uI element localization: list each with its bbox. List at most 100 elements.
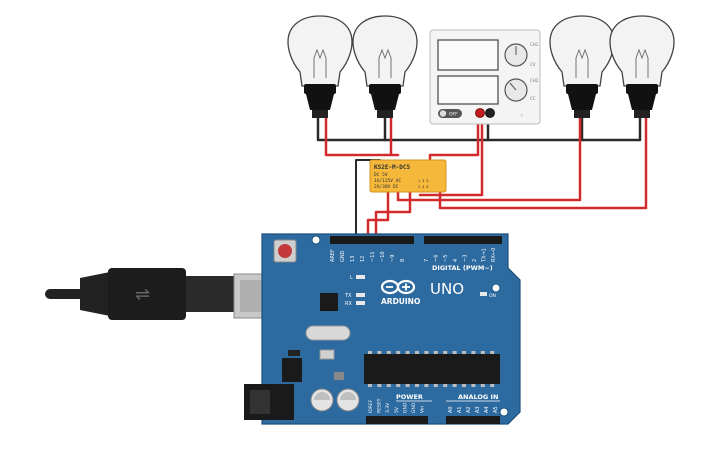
arduino-logo bbox=[380, 279, 416, 295]
power-pin-label-6: Vin bbox=[420, 406, 426, 413]
chip-pin bbox=[480, 351, 485, 354]
chip-pin bbox=[377, 351, 382, 354]
wire-red-left-bulbs[interactable] bbox=[324, 116, 400, 157]
top-pin-label-0: AREF bbox=[330, 249, 336, 262]
top-pin-label-9: ~6 bbox=[434, 255, 440, 262]
led-l bbox=[356, 275, 365, 279]
power-pin-label-2: 3.3V bbox=[385, 402, 391, 413]
chip-pin bbox=[386, 384, 391, 387]
capacitor-1 bbox=[310, 388, 334, 412]
chip-pin bbox=[368, 384, 372, 387]
analog-pin-label-2: A2 bbox=[466, 406, 472, 413]
knob-bottom-label-b: CC bbox=[530, 96, 536, 101]
analog-pin-label-1: A1 bbox=[457, 406, 463, 413]
crystal bbox=[305, 325, 351, 341]
power-pin-label-1: RESET bbox=[377, 398, 383, 413]
top-pin-label-5: ~10 bbox=[380, 251, 386, 262]
analog-header[interactable] bbox=[446, 416, 500, 424]
chip-pin bbox=[452, 384, 457, 387]
atmega-chip bbox=[364, 351, 500, 387]
led-on bbox=[480, 292, 487, 296]
wire-red-relay-in[interactable] bbox=[374, 188, 412, 238]
wire-red-relay-bulbs[interactable] bbox=[396, 116, 582, 202]
wire-red-psu-relay[interactable] bbox=[428, 110, 480, 164]
chip-pin bbox=[424, 384, 429, 387]
top-pin-label-2: 13 bbox=[350, 256, 356, 262]
power-supply[interactable]: CH1 CV CH2 CC OFF ⚡ bbox=[429, 29, 541, 125]
wires bbox=[316, 110, 648, 238]
chip-pin bbox=[433, 351, 438, 354]
top-pin-label-11: 4 bbox=[453, 259, 459, 262]
bulb-4[interactable] bbox=[609, 15, 675, 118]
led-rx bbox=[356, 301, 365, 305]
power-pin-label-5: GND bbox=[411, 402, 417, 413]
led-tx-label: TX bbox=[344, 293, 352, 299]
chip-pin bbox=[415, 384, 419, 387]
chip-pin bbox=[471, 351, 476, 354]
chip-pin bbox=[471, 384, 476, 387]
terminal-positive[interactable] bbox=[475, 108, 485, 118]
model-label: UNO bbox=[430, 280, 464, 298]
chip-pin bbox=[405, 384, 410, 387]
top-pin-label-4: ~11 bbox=[370, 251, 376, 262]
knob-top-label-b: CV bbox=[530, 62, 536, 67]
chip-pin bbox=[405, 351, 410, 354]
power-header[interactable] bbox=[366, 416, 428, 424]
analog-pin-label-4: A4 bbox=[484, 406, 490, 413]
relay-pins-top: 1 3 5 bbox=[418, 179, 429, 183]
led-rx-label: RX bbox=[345, 301, 352, 307]
top-pin-label-7: 8 bbox=[400, 259, 406, 262]
relay-spec-1: DC 5V bbox=[374, 172, 388, 178]
chip-pin bbox=[443, 351, 448, 354]
relay-model: KS2E-M-DC5 bbox=[374, 164, 411, 171]
top-pin-label-15: RX←0 bbox=[491, 248, 497, 262]
led-l-label: L bbox=[350, 275, 353, 281]
wire-red-arduino[interactable] bbox=[366, 188, 390, 238]
chip-pin bbox=[396, 384, 401, 387]
top-pin-label-14: TX→1 bbox=[482, 248, 488, 263]
analog-pin-label-0: A0 bbox=[448, 406, 454, 413]
relay-pins-bottom: 2 4 6 bbox=[418, 185, 429, 189]
usb-cable[interactable]: ⇌ bbox=[45, 268, 234, 320]
digital-header-right[interactable] bbox=[424, 236, 502, 244]
wire-red-relay-bulb4[interactable] bbox=[438, 116, 648, 210]
chip-pin bbox=[452, 351, 457, 354]
power-pin-label-4: GND bbox=[402, 402, 408, 413]
capacitor-2 bbox=[336, 388, 360, 412]
power-switch-label: OFF bbox=[449, 112, 458, 118]
analog-pin-label-5: A5 bbox=[493, 406, 499, 413]
top-pin-label-8: 7 bbox=[424, 259, 430, 262]
chip-pin bbox=[396, 351, 401, 354]
bulb-3[interactable] bbox=[549, 15, 615, 118]
top-pin-label-12: ~3 bbox=[462, 255, 468, 262]
brand-label: ARDUINO bbox=[381, 297, 420, 306]
top-pin-label-13: 2 bbox=[472, 259, 478, 262]
dc-power-jack[interactable] bbox=[244, 384, 294, 420]
top-pin-label-10: ~5 bbox=[443, 255, 449, 262]
relay-module[interactable]: KS2E-M-DC5 DC 5V 1A/125V AC 2A/30V DC 1 … bbox=[369, 159, 447, 193]
analog-pin-label-3: A3 bbox=[475, 406, 481, 413]
knob-bottom-label-a: CH2 bbox=[530, 78, 539, 83]
chip-pin bbox=[386, 351, 391, 354]
chip-pin bbox=[490, 351, 495, 354]
reset-button[interactable] bbox=[273, 239, 297, 263]
display-bottom bbox=[437, 75, 499, 105]
chip-pin bbox=[462, 351, 466, 354]
usb-chip bbox=[320, 293, 338, 311]
knob-top-label-a: CH1 bbox=[530, 42, 539, 47]
chip-pin bbox=[443, 384, 448, 387]
bulb-1[interactable] bbox=[287, 15, 353, 118]
terminal-negative[interactable] bbox=[485, 108, 495, 118]
power-label: POWER bbox=[396, 393, 423, 401]
voltage-regulator bbox=[282, 358, 302, 382]
chip-pin bbox=[368, 351, 372, 354]
top-pin-label-1: GND bbox=[340, 250, 346, 262]
relay-spec-3: 2A/30V DC bbox=[374, 184, 399, 190]
bulb-2[interactable] bbox=[352, 15, 418, 118]
digital-header-left[interactable] bbox=[330, 236, 414, 244]
